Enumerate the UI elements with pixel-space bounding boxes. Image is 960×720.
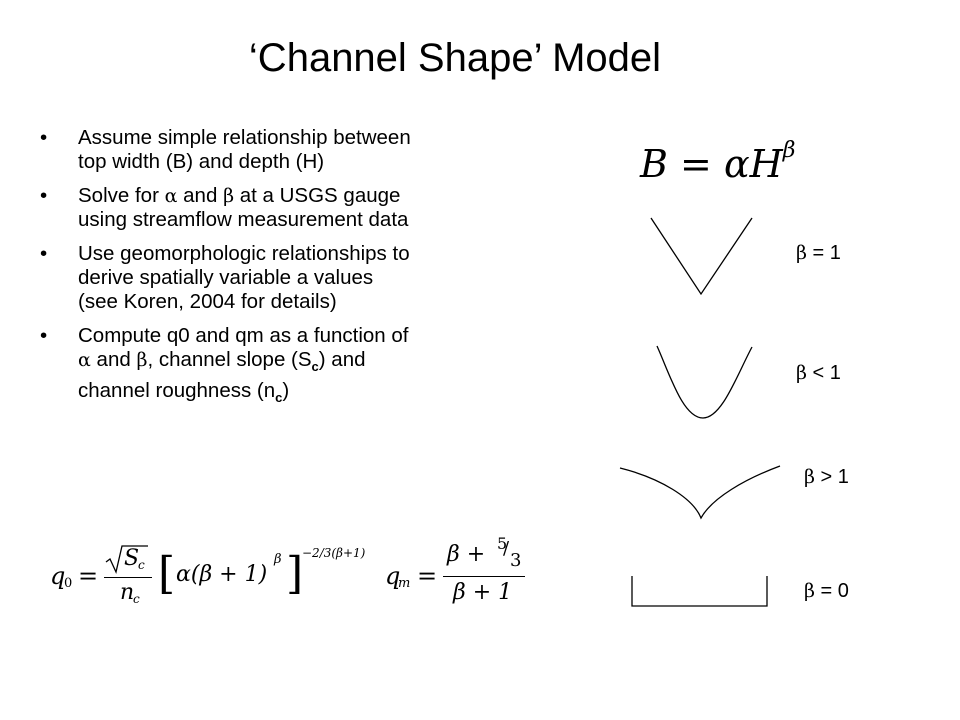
- alpha-symbol: α: [164, 185, 178, 207]
- bullet-item: • Use geomorphologic relationships to de…: [40, 242, 540, 314]
- v-shape: [650, 217, 753, 296]
- beta-label-rect: β = 0: [804, 580, 849, 602]
- bullet-dot: •: [40, 242, 48, 265]
- beta-label-u: β < 1: [796, 362, 841, 384]
- qm-formula: q m = β + 5 / 3 β + 1: [385, 532, 545, 612]
- bullet-dot: •: [40, 126, 48, 149]
- beta-label-concave: β > 1: [804, 466, 849, 488]
- bullet-list: • Assume simple relationship between top…: [40, 126, 540, 420]
- bullet-dot: •: [40, 324, 48, 347]
- u-shape: [656, 345, 753, 419]
- fraction-bar: [104, 577, 152, 578]
- sqrt-icon: [105, 545, 148, 574]
- bullet-item: • Solve for α and β at a USGS gauge usin…: [40, 184, 540, 232]
- bullet-line: (see Koren, 2004 for details): [78, 290, 337, 313]
- page-title: ‘Channel Shape’ Model: [248, 36, 662, 80]
- q0-formula: q 0 = S c n c [ α(β + 1) β ] −2/3(β+1): [50, 545, 366, 606]
- bullet-line: channel roughness (nc): [78, 379, 290, 406]
- bullet-dot: •: [40, 184, 48, 207]
- bullet-line: Solve for α and β at a USGS gauge: [78, 184, 401, 207]
- fraction-bar: [443, 576, 525, 577]
- bullet-line: derive spatially variable a values: [78, 266, 374, 289]
- beta-label-v: β = 1: [796, 242, 841, 264]
- bullet-item: • Assume simple relationship between top…: [40, 126, 540, 174]
- bullet-item: • Compute q0 and qm as a function of α a…: [40, 324, 540, 410]
- bullet-line: Use geomorphologic relationships to: [78, 242, 410, 265]
- bullet-line: α and β, channel slope (Sc) and: [78, 348, 366, 375]
- concave-shape: [619, 465, 781, 520]
- width-depth-equation: B = αHβ: [640, 138, 796, 186]
- alpha-symbol: α: [78, 349, 91, 371]
- rectangular-shape: [631, 576, 768, 607]
- beta-symbol: β: [223, 185, 235, 207]
- bullet-line: top width (B) and depth (H): [78, 150, 325, 173]
- bullet-line: using streamflow measurement data: [78, 208, 409, 231]
- bullet-line: Compute q0 and qm as a function of: [78, 324, 409, 347]
- beta-symbol: β: [136, 349, 148, 371]
- bullet-line: Assume simple relationship between: [78, 126, 411, 149]
